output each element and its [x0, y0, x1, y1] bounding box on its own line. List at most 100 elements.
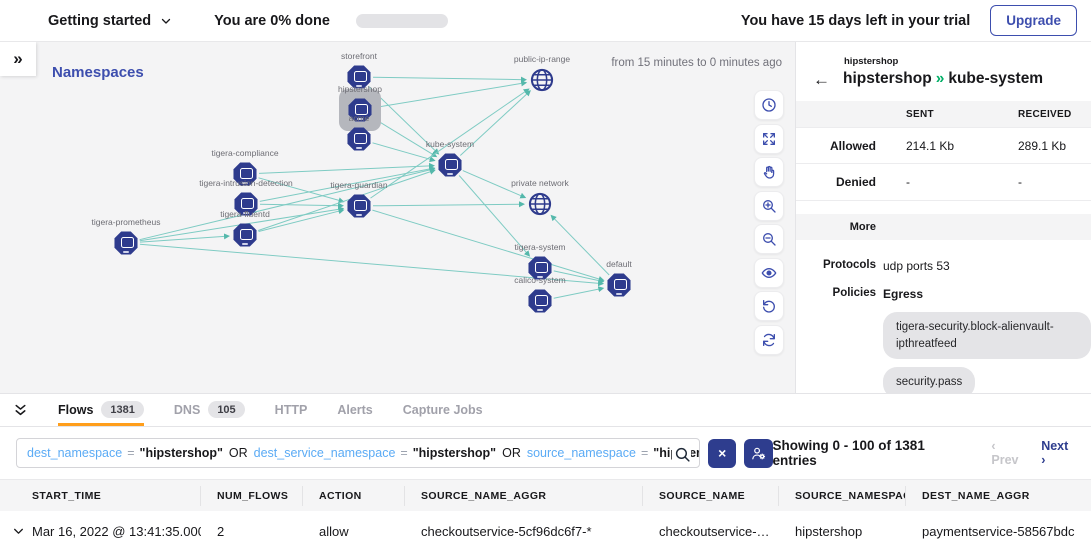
chevron-left-icon: ‹ [991, 439, 995, 453]
cell-start_time: Mar 16, 2022 @ 13:41:35.000 [0, 524, 201, 539]
getting-started-label: Getting started [48, 13, 151, 29]
graph-toolbar [754, 90, 784, 355]
pan-icon [761, 164, 777, 180]
top-bar-right: You have 15 days left in your trial Upgr… [741, 5, 1077, 36]
filter-token: OR [502, 446, 521, 460]
filter-token: dest_service_namespace [254, 446, 396, 460]
search-icon [672, 445, 691, 468]
column-header-action[interactable]: ACTION [303, 486, 405, 506]
tab-dns[interactable]: DNS105 [174, 394, 245, 426]
cell-source_name: checkoutservice-… [643, 524, 779, 539]
upgrade-button[interactable]: Upgrade [990, 5, 1077, 36]
service-graph: » Namespaces from 15 minutes to 0 minute… [0, 42, 795, 393]
details-context-label: hipstershop [844, 56, 1091, 67]
filter-token: = [127, 446, 134, 460]
clock-button[interactable] [754, 90, 784, 120]
protocols-label: Protocols [796, 259, 876, 273]
back-arrow-icon[interactable]: ← [813, 71, 830, 88]
undo-button[interactable] [754, 291, 784, 321]
more-label: More [796, 221, 876, 233]
main-area: » Namespaces from 15 minutes to 0 minute… [0, 42, 1091, 393]
policy-pill[interactable]: tigera-security.block-alienvault-ipthrea… [883, 312, 1091, 359]
undo-icon [761, 298, 777, 314]
received-header: RECEIVED [984, 109, 1091, 120]
pan-button[interactable] [754, 157, 784, 187]
fit-screen-button[interactable] [754, 124, 784, 154]
filter-token: dest_namespace [27, 446, 122, 460]
refresh-icon [761, 332, 777, 348]
expand-row-chevron-icon[interactable] [12, 525, 25, 538]
policy-pill-list: tigera-security.block-alienvault-ipthrea… [883, 312, 1091, 393]
user-gear-icon [750, 445, 767, 462]
protocols-row: Protocols udp ports 53 [796, 259, 1091, 273]
column-header-source_namespace[interactable]: SOURCE_NAMESPACE [779, 486, 906, 506]
tab-alerts[interactable]: Alerts [337, 394, 372, 426]
zoom-out-button[interactable] [754, 224, 784, 254]
double-chevron-down-icon [12, 402, 29, 419]
cell-source_namespace: hipstershop [779, 524, 906, 539]
edge-source: hipstershop [843, 70, 932, 87]
zoom-in-button[interactable] [754, 191, 784, 221]
tab-http[interactable]: HTTP [275, 394, 308, 426]
chevron-down-icon [160, 15, 172, 27]
sent-header: SENT [876, 109, 984, 120]
trial-days-label: You have 15 days left in your trial [741, 13, 970, 29]
stats-row-allowed: Allowed214.1 Kb289.1 Kb [796, 127, 1091, 164]
clear-filter-button[interactable]: × [708, 439, 736, 468]
flows-table-header: START_TIMENUM_FLOWSACTIONSOURCE_NAME_AGG… [0, 479, 1091, 511]
filter-token: source_namespace [527, 446, 636, 460]
graph-node-private-network[interactable] [527, 191, 553, 217]
chevron-right-icon: › [1041, 453, 1045, 467]
stats-row-denied: Denied-- [796, 164, 1091, 201]
eye-icon [761, 265, 777, 281]
clock-icon [761, 97, 777, 113]
fit-screen-icon [761, 131, 777, 147]
zoom-out-icon [761, 231, 777, 247]
filter-query-input[interactable]: dest_namespace = "hipstershop" OR dest_servi… [16, 438, 700, 468]
policies-label: Policies [796, 287, 876, 393]
tab-bar: Flows1381 DNS105 HTTP Alerts Capture Jobs [0, 394, 1091, 427]
cell-source_name_aggr: checkoutservice-5cf96dc6f7-* [405, 524, 643, 539]
progress-bar [356, 14, 448, 28]
details-title: hipstershop»kube-system [843, 70, 1043, 88]
next-page-button[interactable]: Next › [1041, 439, 1075, 467]
bottom-panel: Flows1381 DNS105 HTTP Alerts Capture Jobs de… [0, 393, 1091, 551]
stats-header-row: SENT RECEIVED [796, 101, 1091, 127]
traffic-stats-table: SENT RECEIVED Allowed214.1 Kb289.1 KbDen… [796, 101, 1091, 201]
tab-capture-jobs[interactable]: Capture Jobs [403, 394, 483, 426]
details-panel: hipstershop ← hipstershop»kube-system SE… [795, 42, 1091, 393]
expand-sidebar-button[interactable]: » [0, 42, 36, 76]
more-section-header: More [796, 214, 1091, 240]
zoom-in-icon [761, 198, 777, 214]
collapse-panel-button[interactable] [12, 402, 29, 419]
policies-row: Policies Egress tigera-security.block-al… [796, 287, 1091, 393]
tab-count-badge: 1381 [101, 401, 143, 418]
protocols-value: udp ports 53 [876, 259, 1091, 273]
column-header-source_name[interactable]: SOURCE_NAME [643, 486, 779, 506]
results-count-label: Showing 0 - 100 of 1381 entries [773, 438, 968, 468]
flow-row[interactable]: Mar 16, 2022 @ 13:41:35.0002allowcheckou… [0, 511, 1091, 551]
cell-action: allow [303, 524, 405, 539]
filter-row: dest_namespace = "hipstershop" OR dest_servi… [0, 427, 1091, 479]
user-settings-button[interactable] [744, 439, 772, 468]
filter-token: "hipstershop" [140, 446, 223, 460]
prev-page-button[interactable]: ‹ Prev [991, 439, 1025, 467]
filter-token: OR [229, 446, 248, 460]
column-header-num_flows[interactable]: NUM_FLOWS [201, 486, 303, 506]
column-header-dest_name_aggr[interactable]: DEST_NAME_AGGR [906, 486, 1091, 506]
tab-flows[interactable]: Flows1381 [58, 394, 144, 426]
details-title-row: ← hipstershop»kube-system [813, 70, 1091, 88]
policies-group-label: Egress [883, 287, 923, 301]
policy-pill[interactable]: security.pass [883, 367, 975, 393]
column-header-source_name_aggr[interactable]: SOURCE_NAME_AGGR [405, 486, 643, 506]
eye-button[interactable] [754, 258, 784, 288]
refresh-button[interactable] [754, 325, 784, 355]
graph-node-public-ip-range[interactable] [529, 67, 555, 93]
top-bar: Getting started You are 0% done You have… [0, 0, 1091, 42]
column-header-start_time[interactable]: START_TIME [0, 486, 201, 506]
filter-token: "hipstershop" [413, 446, 496, 460]
flows-table: START_TIMENUM_FLOWSACTIONSOURCE_NAME_AGG… [0, 479, 1091, 551]
graph-edges [0, 42, 795, 393]
getting-started-dropdown[interactable]: Getting started [48, 13, 172, 29]
close-icon: × [718, 445, 726, 461]
